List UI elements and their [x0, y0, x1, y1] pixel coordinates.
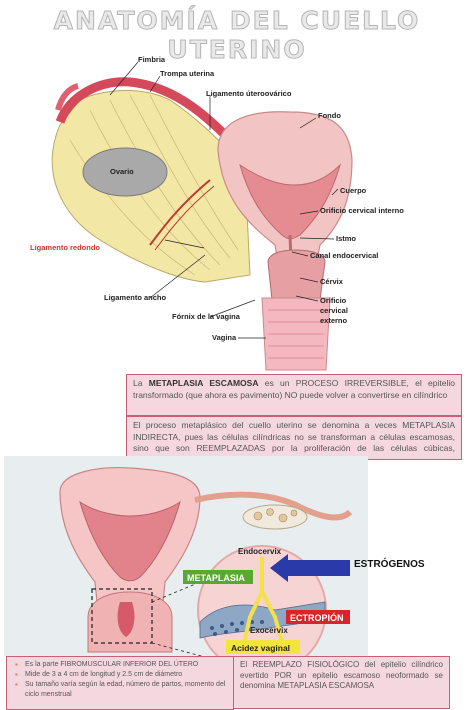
metaplasia-diagram: Endocervix ESTRÓGENOS METAPLASIA ECTROPI…: [4, 456, 425, 675]
box1-pre: La: [133, 378, 143, 388]
ovary-shape: [82, 147, 168, 197]
metaplasia-definition-box: La METAPLASIA ESCAMOSA es un PROCESO IRR…: [126, 374, 462, 416]
fact-item: Mide de 3 a 4 cm de longitud y 2.5 cm de…: [15, 670, 227, 680]
label-cuerpo: Cuerpo: [340, 186, 367, 195]
estrogen-arrow-body: [285, 560, 350, 576]
label-acidez: Acidez vaginal: [231, 643, 290, 653]
label-ectropion: ECTROPIÓN: [290, 612, 344, 623]
metaplasia-indirecta-box: El proceso metaplásico del cuello uterin…: [126, 416, 462, 465]
page-title: ANATOMÍA DEL CUELLO UTERINO: [53, 6, 421, 65]
label-exocervix: Exocervix: [250, 626, 288, 635]
label-istmo: Istmo: [336, 234, 356, 243]
cervix-facts-box: Es la parte FIBROMUSCULAR INFERIOR DEL Ú…: [6, 656, 234, 710]
label-fimbria: Fimbria: [138, 55, 166, 64]
label-fornix: Fórnix de la vagina: [172, 312, 241, 321]
label-fondo: Fondo: [318, 111, 341, 120]
label-metaplasia: METAPLASIA: [187, 573, 245, 583]
uterus-anatomy-diagram: Fimbria Trompa uterina Ligamento úteroov…: [30, 55, 404, 371]
label-ligamento-redondo: Ligamento redondo: [30, 243, 100, 252]
label-ligamento-uteroovarico: Ligamento úteroovárico: [206, 89, 292, 98]
label-orificio-externo-3: externo: [320, 316, 348, 325]
label-ligamento-ancho: Ligamento ancho: [104, 293, 167, 302]
label-orificio-externo-1: Orificio: [320, 296, 347, 305]
label-ovario: Ovario: [110, 167, 134, 176]
cervix-shape: [267, 249, 326, 301]
label-orificio-externo-2: cervical: [320, 306, 348, 315]
label-cervix: Cérvix: [320, 277, 344, 286]
label-canal: Canal endocervical: [310, 251, 378, 260]
label-estrogenos: ESTRÓGENOS: [354, 557, 425, 570]
cervix-highlight-box: [91, 588, 153, 644]
label-orificio-interno: Orificio cervical interno: [320, 206, 404, 215]
cervix-facts-list: Es la parte FIBROMUSCULAR INFERIOR DEL Ú…: [13, 660, 227, 700]
label-trompa: Trompa uterina: [160, 69, 215, 78]
box1-highlight: METAPLASIA ESCAMOSA: [148, 378, 259, 388]
box1-post: es un PROCESO IRREVERSIBLE, el epitelio …: [133, 378, 455, 400]
estrogen-arrow-head: [270, 554, 288, 582]
label-endocervix: Endocervix: [238, 547, 282, 556]
round-ligament-shape: [149, 179, 211, 246]
box3-text: El REEMPLAZO FISIOLÓGICO del epitelio ci…: [240, 660, 443, 690]
fact-item: Es la parte FIBROMUSCULAR INFERIOR DEL Ú…: [15, 660, 227, 670]
fallopian-tube-shape: [55, 77, 229, 139]
metaplasia-escamosa-box: El REEMPLAZO FISIOLÓGICO del epitelio ci…: [233, 656, 450, 709]
fact-item: Su tamaño varía según la edad, número de…: [15, 680, 227, 700]
label-vagina: Vagina: [212, 333, 237, 342]
